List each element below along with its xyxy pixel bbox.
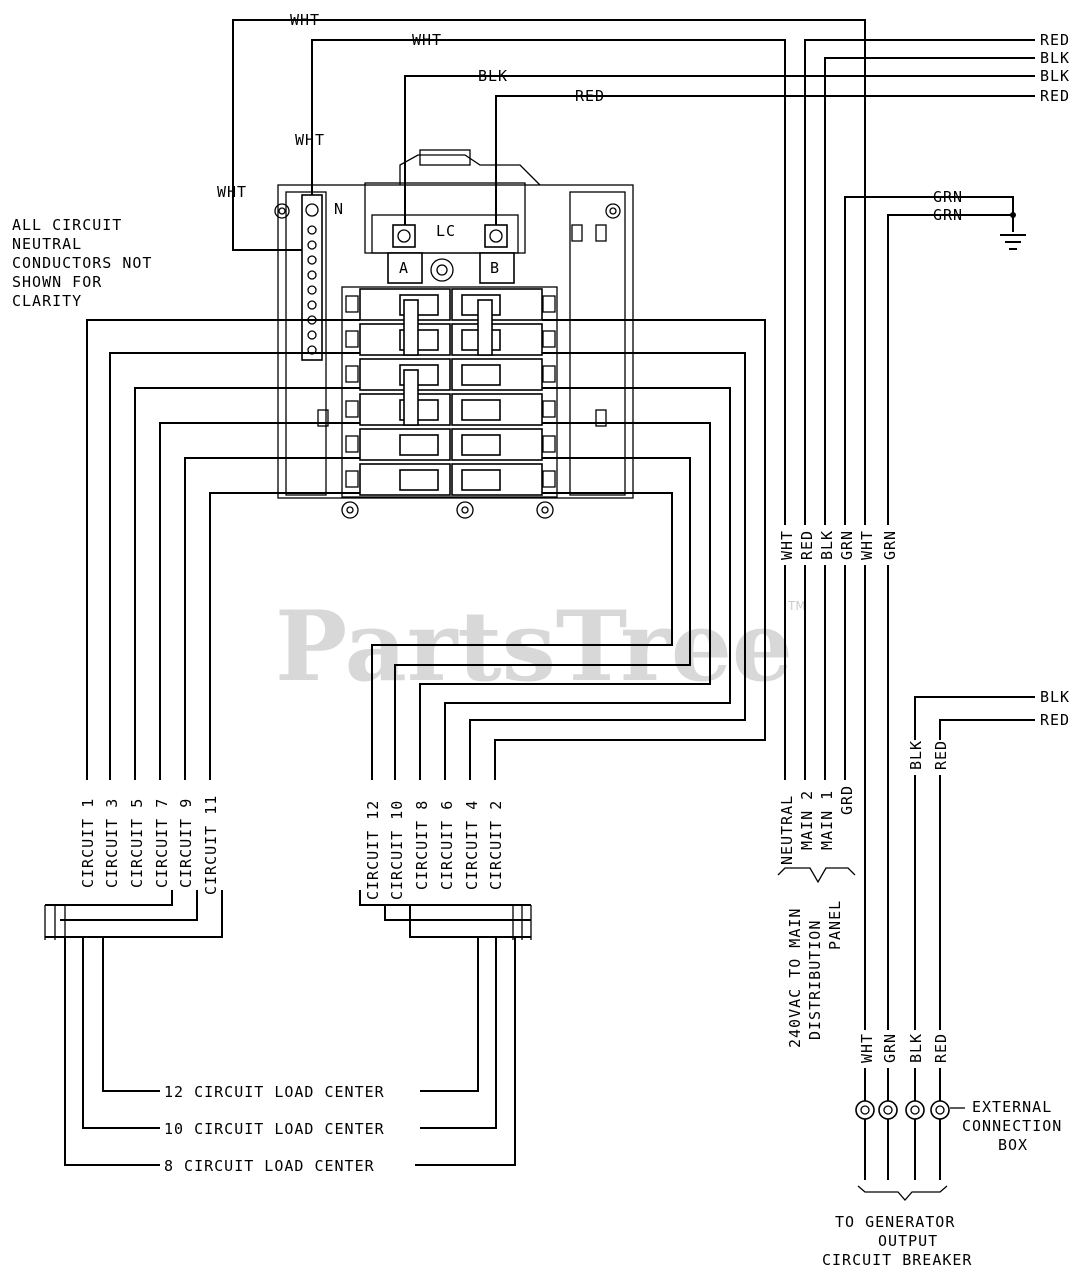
terminal-blk	[905, 1100, 925, 1120]
gen-blk-wire	[914, 696, 1035, 740]
circuit-label: CIRCUIT 7	[153, 798, 171, 888]
lc-label: LC	[436, 222, 456, 240]
wht-wire-top	[232, 19, 866, 525]
ground-icon	[1000, 234, 1026, 250]
right-blk-1: BLK	[1040, 49, 1070, 67]
vwire-label-red: RED	[798, 530, 816, 560]
watermark: PartsTree	[275, 590, 793, 703]
generator-line-2: OUTPUT	[878, 1232, 938, 1250]
generator-line-3: CIRCUIT BREAKER	[822, 1251, 972, 1269]
vwire-label-blk: BLK	[818, 530, 836, 560]
external-box-wire-labels: WHT GRN BLK RED	[858, 1033, 950, 1063]
transfer-panel: LC A B N	[274, 149, 634, 519]
right-blk-2: BLK	[1040, 67, 1070, 85]
left-circuit-wires	[86, 319, 360, 780]
vwire-label-grn: GRN	[838, 530, 856, 560]
gen-red-wire	[939, 719, 1035, 740]
circuit-label: CIRCUIT 8	[413, 800, 431, 890]
blk-top-label: BLK	[478, 67, 508, 85]
wht-wire-second	[311, 39, 786, 525]
main-feed-main1: MAIN 1	[818, 790, 836, 850]
grn-wire-1	[844, 196, 1014, 525]
circuit-label: CIRCUIT 1	[79, 798, 97, 888]
wht-second-label: WHT	[412, 31, 442, 49]
note-line-3: CONDUCTORS NOT	[12, 254, 152, 272]
right-circuit-labels: CIRCUIT 12 CIRCUIT 10 CIRCUIT 8 CIRCUIT …	[364, 800, 505, 900]
gen-blk-right-label: BLK	[1040, 688, 1070, 706]
main-panel-label: 240VAC TO MAIN DISTRIBUTION PANEL	[786, 900, 844, 1048]
circuit-label: CIRCUIT 6	[438, 800, 456, 890]
neutral-bar	[301, 194, 323, 361]
watermark-tm: TM	[787, 599, 806, 613]
generator-line-1: TO GENERATOR	[835, 1213, 955, 1231]
load-center-brackets	[44, 890, 532, 1166]
wht-top-label: WHT	[290, 11, 320, 29]
generator-brace	[857, 1185, 948, 1201]
grn-label-1: GRN	[933, 188, 963, 206]
external-box-terminals	[855, 1068, 965, 1180]
note-line-2: NEUTRAL	[12, 235, 82, 253]
lug-a-terminal	[392, 224, 416, 248]
right-circuit-wires	[371, 319, 766, 780]
circuit-label: CIRCUIT 12	[364, 800, 382, 900]
vwire-label-wht-2: WHT	[858, 530, 876, 560]
lug-b-label: B	[490, 259, 500, 277]
vwire-label-wht: WHT	[778, 530, 796, 560]
neutral-note: ALL CIRCUIT NEUTRAL CONDUCTORS NOT SHOWN…	[12, 216, 152, 310]
main-panel-line-2: DISTRIBUTION	[806, 920, 824, 1040]
red-top-label: RED	[575, 87, 605, 105]
load-center-10: 10 CIRCUIT LOAD CENTER	[164, 1120, 385, 1138]
ext-box-line-1: EXTERNAL	[972, 1098, 1052, 1116]
main-panel-line-3: PANEL	[826, 900, 844, 950]
main-panel-brace	[777, 867, 856, 884]
circuit-label: CIRCUIT 5	[128, 798, 146, 888]
circuit-label: CIRCUIT 2	[487, 800, 505, 890]
ground-junction	[1010, 212, 1016, 218]
lug-b-terminal	[484, 224, 508, 248]
main-feed-labels: NEUTRAL MAIN 2 MAIN 1 GRD	[778, 785, 856, 865]
vertical-wire-labels: WHT RED BLK GRN WHT GRN	[778, 530, 899, 560]
load-center-8: 8 CIRCUIT LOAD CENTER	[164, 1157, 375, 1175]
circuit-label: CIRCUIT 11	[202, 795, 220, 895]
circuit-label: CIRCUIT 4	[463, 800, 481, 890]
main-feed-grd: GRD	[838, 785, 856, 815]
load-center-12: 12 CIRCUIT LOAD CENTER	[164, 1083, 385, 1101]
grn-label-2: GRN	[933, 206, 963, 224]
circuit-label: CIRCUIT 10	[388, 800, 406, 900]
left-circuit-labels: CIRCUIT 1 CIRCUIT 3 CIRCUIT 5 CIRCUIT 7 …	[79, 795, 220, 895]
main-feed-neutral: NEUTRAL	[778, 795, 796, 865]
terminal-red	[930, 1100, 950, 1120]
right-red-1: RED	[1040, 31, 1070, 49]
ext-wire-wht: WHT	[858, 1033, 876, 1063]
wht-vertical-label: WHT	[295, 131, 325, 149]
lug-a-label: A	[399, 259, 409, 277]
ext-wire-red: RED	[932, 1033, 950, 1063]
gen-red-vert-label: RED	[932, 740, 950, 770]
terminal-wht	[855, 1100, 875, 1120]
gen-red-right-label: RED	[1040, 711, 1070, 729]
ext-wire-grn: GRN	[881, 1033, 899, 1063]
note-line-5: CLARITY	[12, 292, 82, 310]
blk-main-feed	[824, 57, 1035, 525]
grn-wire-2	[887, 214, 1013, 525]
note-line-4: SHOWN FOR	[12, 273, 102, 291]
note-line-1: ALL CIRCUIT	[12, 216, 122, 234]
neutral-label: N	[334, 200, 344, 218]
red-main-feed	[804, 39, 1035, 525]
red-wire-panel	[495, 95, 1035, 225]
main-panel-line-1: 240VAC TO MAIN	[786, 908, 804, 1048]
circuit-label: CIRCUIT 3	[103, 798, 121, 888]
ext-wire-blk: BLK	[907, 1033, 925, 1063]
ext-box-line-3: BOX	[998, 1136, 1028, 1154]
vwire-label-grn-2: GRN	[881, 530, 899, 560]
right-red-2: RED	[1040, 87, 1070, 105]
main-feed-main2: MAIN 2	[798, 790, 816, 850]
circuit-label: CIRCUIT 9	[177, 798, 195, 888]
terminal-grn	[878, 1100, 898, 1120]
ext-box-line-2: CONNECTION	[962, 1117, 1062, 1135]
wht-left-label: WHT	[217, 183, 247, 201]
gen-blk-vert-label: BLK	[907, 740, 925, 770]
